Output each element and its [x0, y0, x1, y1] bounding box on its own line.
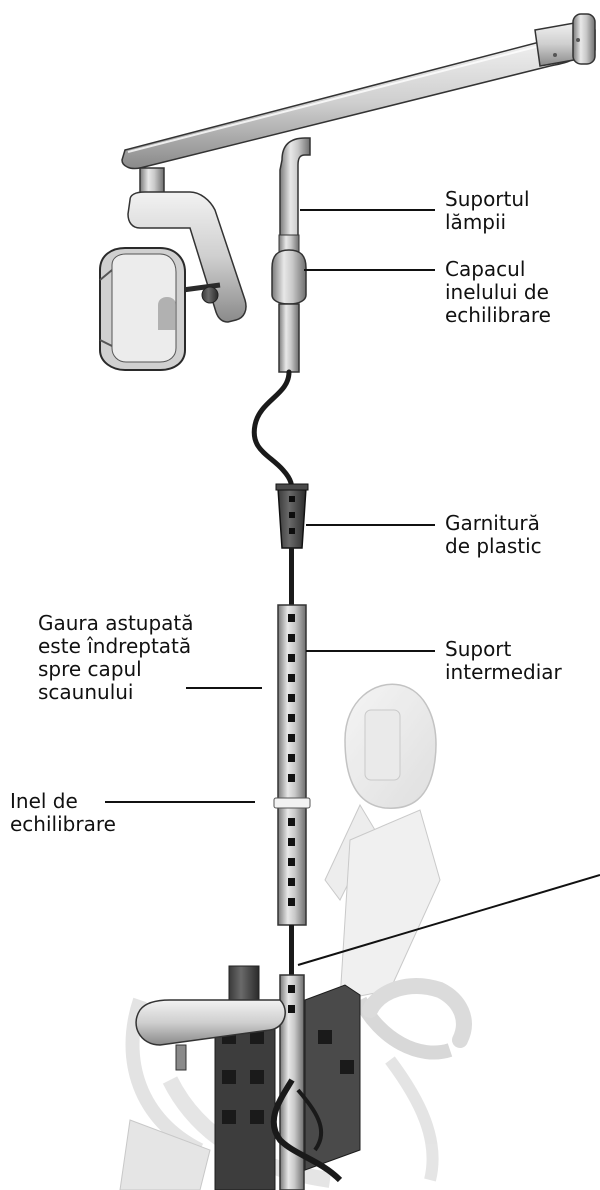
intermediate-support	[273, 604, 311, 975]
chair-ghost	[125, 683, 472, 1188]
balance-ring-cap	[271, 249, 307, 373]
leader-lines	[105, 209, 600, 966]
cable	[251, 369, 295, 498]
lamp-arm	[121, 13, 596, 170]
lamp-support	[278, 137, 311, 266]
base-column	[119, 965, 361, 1190]
label-plastic-gasket: Garnitură de plastic	[445, 511, 542, 558]
label-balance-ring-cap: Capacul inelului de echilibrare	[445, 257, 551, 327]
plastic-gasket	[275, 483, 309, 549]
lamp-head	[99, 167, 247, 371]
label-balance-ring: Inel de echilibrare	[10, 789, 116, 836]
label-lamp-support: Suportul lămpii	[445, 187, 530, 234]
label-intermediate-support: Suport intermediar	[445, 637, 562, 684]
label-plugged-hole: Gaura astupată este îndreptată spre capu…	[38, 611, 194, 704]
inner-tube	[289, 548, 294, 608]
